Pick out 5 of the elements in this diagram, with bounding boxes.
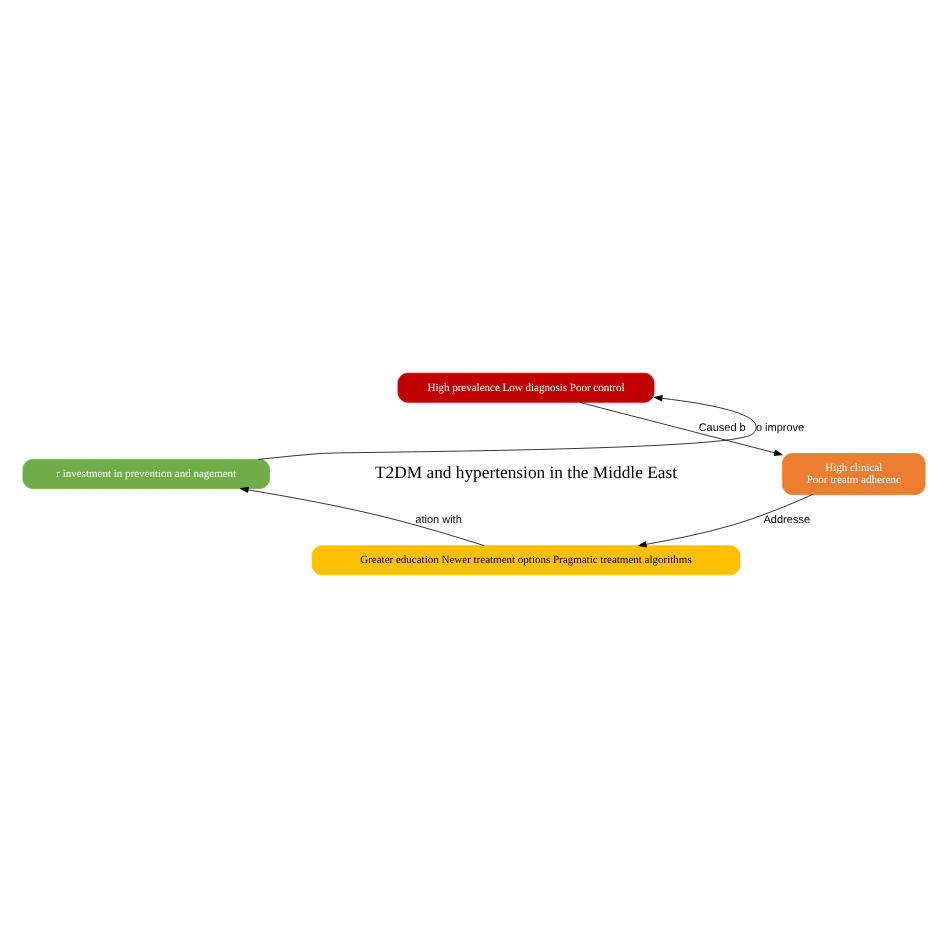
arrow <box>579 401 783 456</box>
arrow <box>637 494 813 548</box>
arrow <box>239 486 485 547</box>
arrow <box>257 395 757 460</box>
label: T2DM and hypertension in the Middle East <box>375 462 677 483</box>
